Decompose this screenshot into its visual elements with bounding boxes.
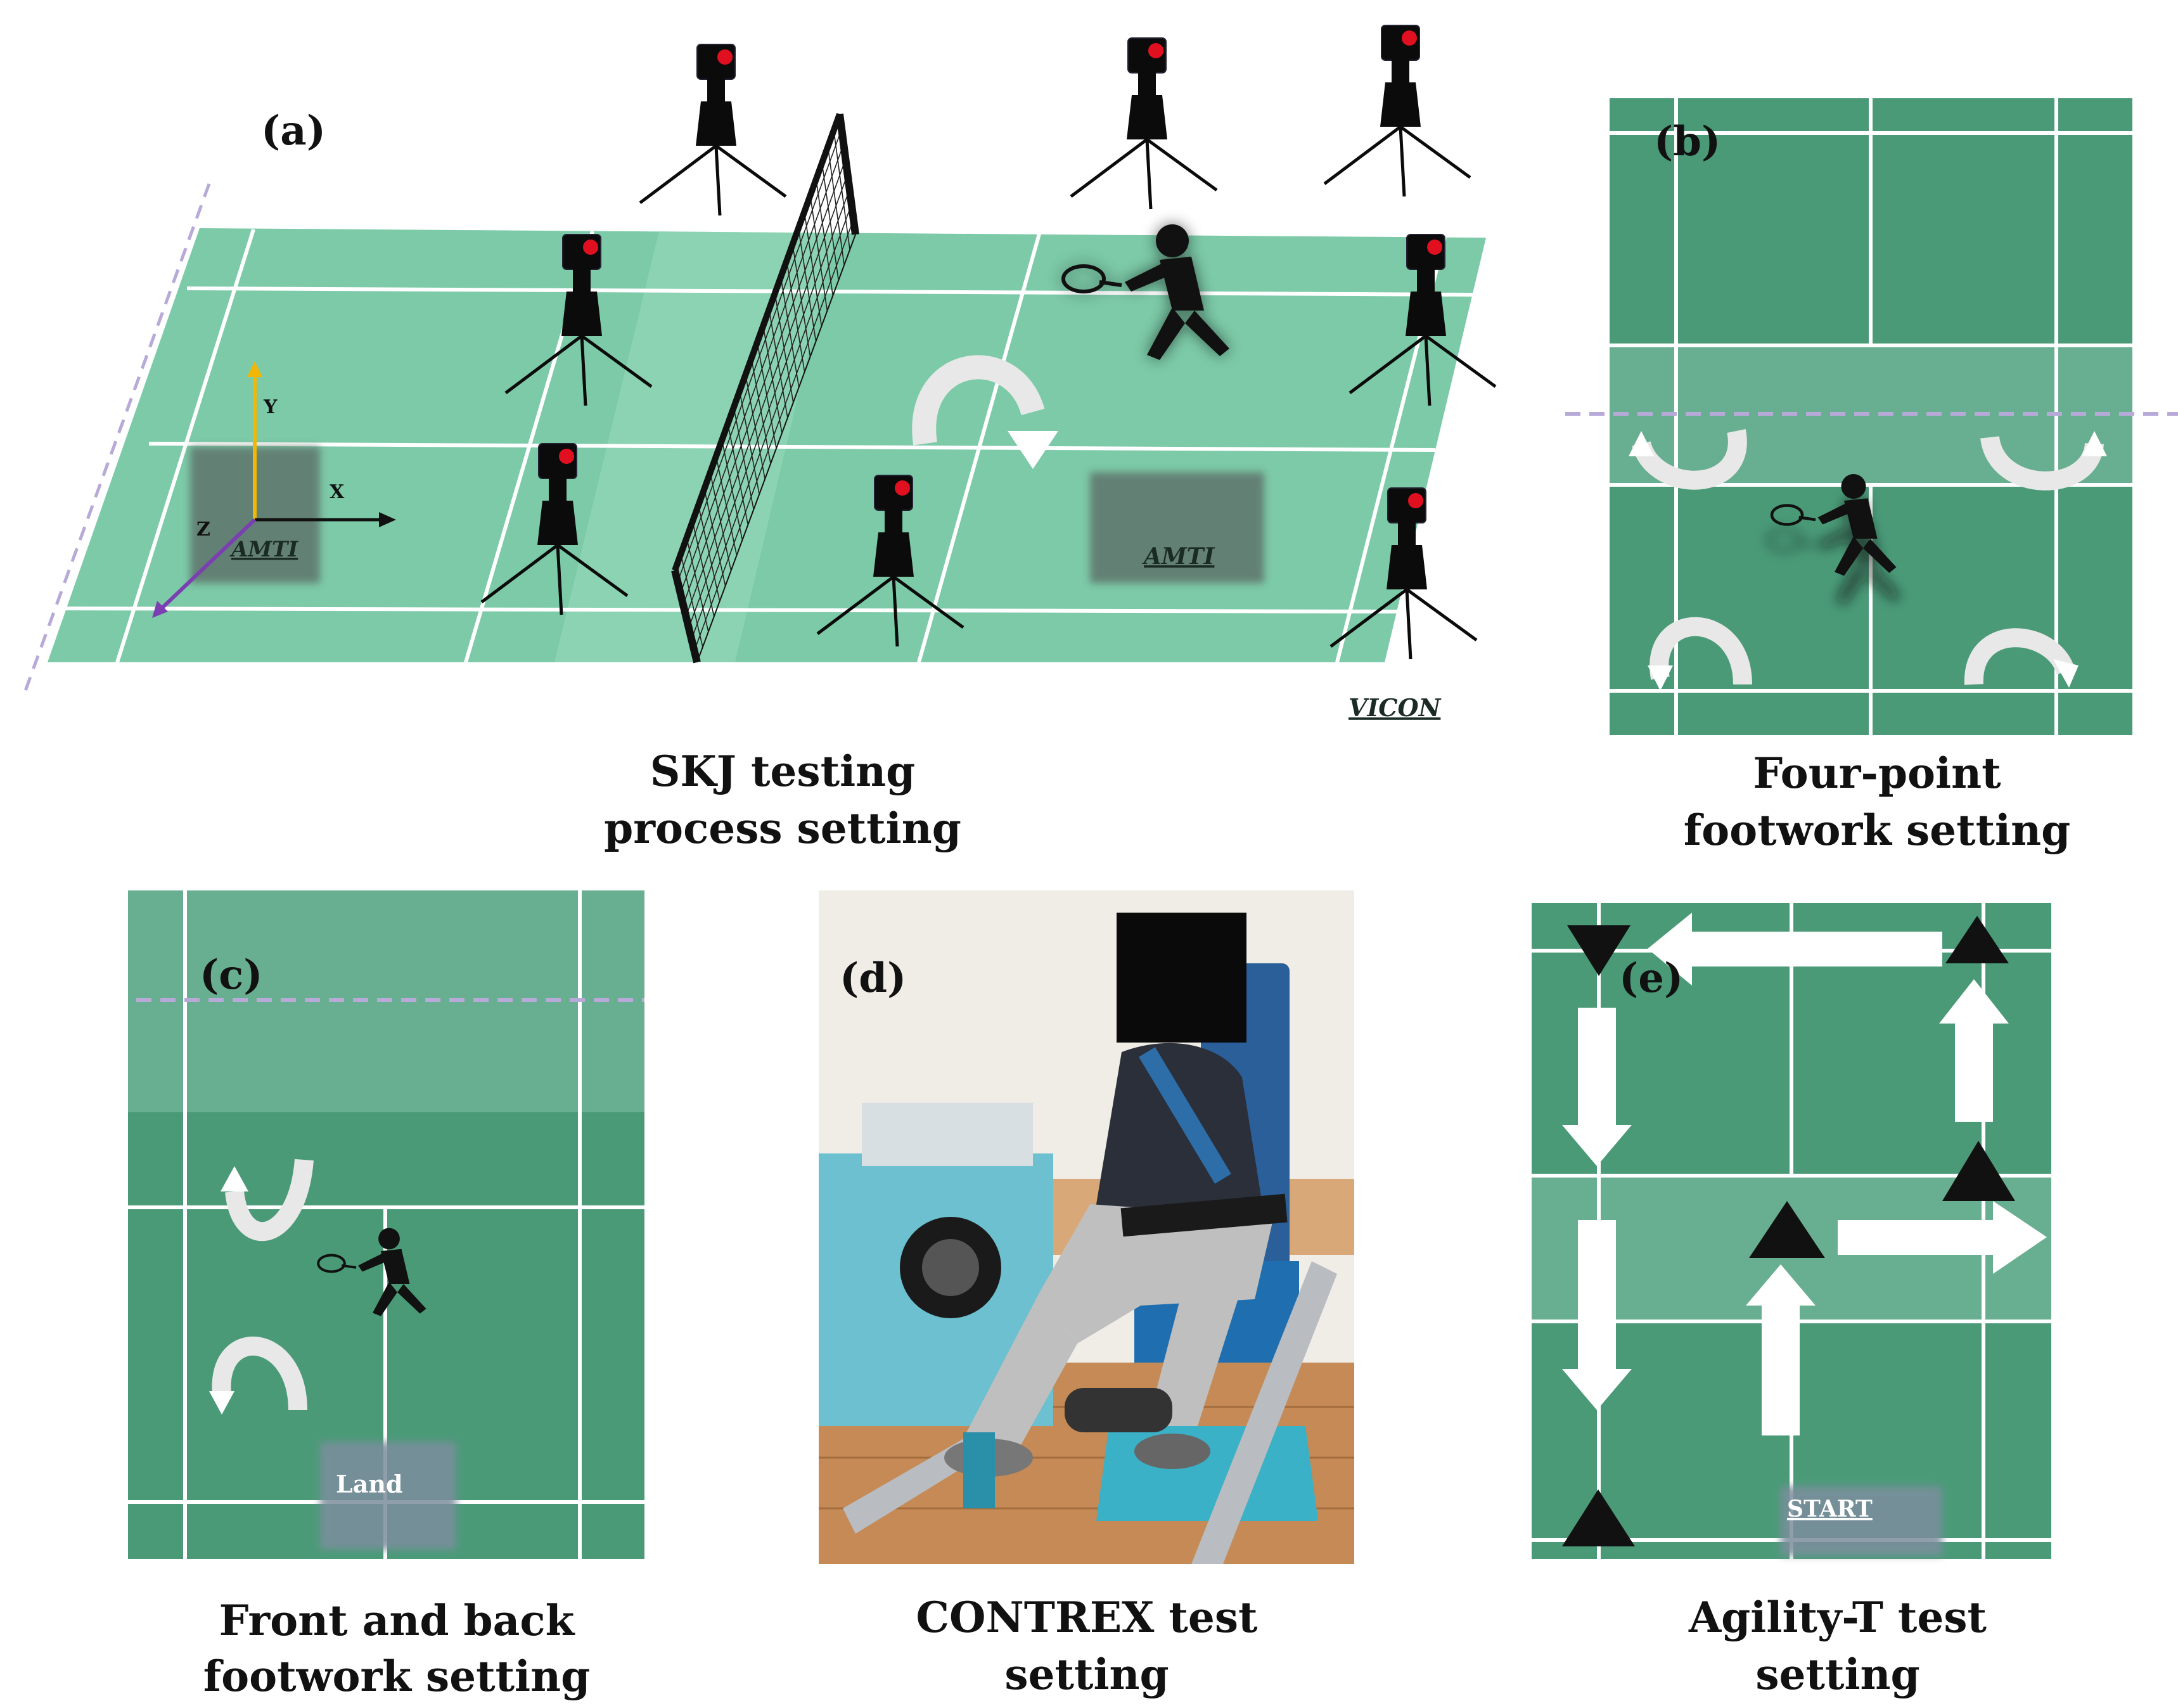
panel-d-caption-line2: setting [1004, 1650, 1169, 1699]
land-label: Land [336, 1470, 403, 1498]
net-mesh-line [677, 129, 842, 582]
force-plate-left-label: AMTI [229, 537, 298, 562]
panel-a-net [671, 113, 859, 664]
panel-a-caption-line2: process setting [604, 804, 961, 853]
panel-d-caption-line1: CONTREX test [916, 1593, 1258, 1642]
camera-icon-2 [1071, 38, 1217, 209]
net-mesh-line [685, 174, 849, 617]
panel-e: START (e) Agility-T test setting [1532, 903, 2051, 1699]
net-mesh-line [691, 204, 852, 640]
panel-a-turn-arrow [912, 355, 1045, 446]
panel-b: (b) Four-point footwork setting [1565, 98, 2178, 855]
panel-a-force-plate-right: AMTI [1090, 472, 1264, 583]
panel-a: AMTI Y X Z AMTI [23, 25, 1496, 853]
panel-b-turn-arrows [1632, 429, 2104, 685]
panel-a-label: (a) [261, 107, 326, 155]
face-redaction-block [1117, 913, 1246, 1043]
panel-b-caption-line2: footwork setting [1684, 806, 2071, 855]
panel-e-label: (e) [1619, 954, 1683, 1002]
axis-x-label: X [330, 481, 345, 503]
cone-icon [1567, 925, 1630, 976]
panel-c-label: (c) [200, 951, 263, 999]
start-label: START [1787, 1496, 1873, 1522]
panel-e-cones [1562, 916, 2015, 1546]
panel-e-start-pad: START [1781, 1486, 1942, 1556]
panel-c: Land (c) Front and back footwork setting [128, 890, 644, 1701]
net-mesh-line [693, 219, 854, 652]
camera-icon-1 [640, 44, 786, 215]
panel-b-caption-line1: Four-point [1753, 748, 2001, 798]
cone-icon [1749, 1201, 1825, 1258]
panel-e-caption-line2: setting [1755, 1650, 1919, 1699]
vicon-label: VICON [1348, 693, 1442, 722]
force-plate-right-label: AMTI [1142, 543, 1215, 570]
camera-icon-3 [1324, 25, 1470, 196]
panel-a-axes: Y X Z [152, 361, 396, 618]
net-mesh-line [688, 189, 850, 628]
cone-icon [1562, 1489, 1635, 1546]
net-mesh-line [682, 158, 847, 605]
cone-icon [1942, 1141, 2015, 1201]
panel-c-turn-arrows [212, 1159, 314, 1411]
panel-c-caption-line1: Front and back [219, 1596, 575, 1645]
panel-c-caption-line2: footwork setting [203, 1652, 591, 1701]
panel-d-label: (d) [840, 954, 906, 1002]
axis-y-label: Y [263, 396, 278, 418]
net-mesh-line [679, 144, 845, 594]
panel-b-label: (b) [1654, 118, 1720, 165]
panel-c-land-pad: Land [320, 1442, 456, 1550]
axis-z-label: Z [196, 518, 210, 541]
cone-icon [1945, 916, 2009, 963]
panel-a-caption-line1: SKJ testing [650, 747, 916, 796]
panel-d: (d) CONTREX test setting [819, 890, 1354, 1699]
panel-e-caption-line1: Agility-T test [1688, 1593, 1987, 1642]
panel-e-path-arrows [1562, 913, 2047, 1435]
